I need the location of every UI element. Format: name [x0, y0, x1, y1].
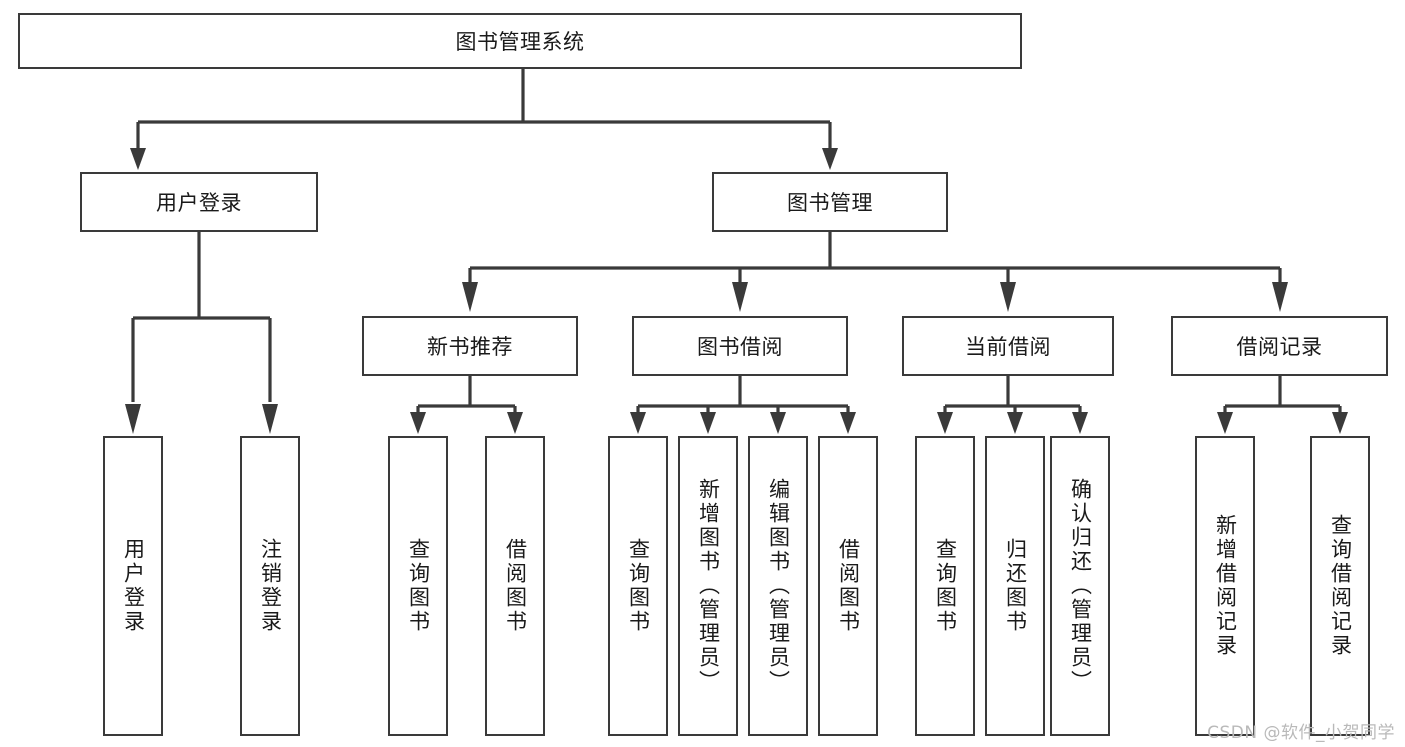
leaf-query-book-cur[interactable]: 查询图书	[915, 436, 975, 736]
node-current-borrow[interactable]: 当前借阅	[902, 316, 1114, 376]
leaf-confirm-return-label: 确认归还（管理员）	[1068, 478, 1093, 694]
leaf-borrow-book-rec-label: 借阅图书	[503, 538, 528, 634]
leaf-query-borrow-rec[interactable]: 查询借阅记录	[1310, 436, 1370, 736]
leaf-query-book-cur-label: 查询图书	[933, 538, 958, 634]
node-root-system[interactable]: 图书管理系统	[18, 13, 1022, 69]
node-new-book-rec[interactable]: 新书推荐	[362, 316, 578, 376]
node-user-login-label: 用户登录	[156, 191, 242, 215]
leaf-logout-login-label: 注销登录	[258, 538, 283, 634]
leaf-borrow-book-label: 借阅图书	[836, 538, 861, 634]
leaf-add-book-admin[interactable]: 新增图书（管理员）	[678, 436, 738, 736]
leaf-borrow-book-rec[interactable]: 借阅图书	[485, 436, 545, 736]
leaf-add-book-admin-label: 新增图书（管理员）	[696, 478, 721, 694]
leaf-query-book-rec[interactable]: 查询图书	[388, 436, 448, 736]
leaf-user-login[interactable]: 用户登录	[103, 436, 163, 736]
node-root-label: 图书管理系统	[455, 30, 585, 54]
node-borrow-record-label: 借阅记录	[1236, 335, 1323, 359]
leaf-edit-book-admin-label: 编辑图书（管理员）	[766, 478, 791, 694]
leaf-query-book-label: 查询图书	[626, 538, 651, 634]
leaf-add-borrow-rec-label: 新增借阅记录	[1213, 514, 1238, 658]
node-book-manage[interactable]: 图书管理	[712, 172, 948, 232]
leaf-confirm-return[interactable]: 确认归还（管理员）	[1050, 436, 1110, 736]
node-borrow-record[interactable]: 借阅记录	[1171, 316, 1388, 376]
leaf-borrow-book[interactable]: 借阅图书	[818, 436, 878, 736]
leaf-add-borrow-rec[interactable]: 新增借阅记录	[1195, 436, 1255, 736]
node-user-login[interactable]: 用户登录	[80, 172, 318, 232]
leaf-user-login-label: 用户登录	[121, 538, 146, 634]
node-new-book-rec-label: 新书推荐	[427, 335, 513, 359]
leaf-logout-login[interactable]: 注销登录	[240, 436, 300, 736]
node-book-borrow[interactable]: 图书借阅	[632, 316, 848, 376]
watermark-text: CSDN @软件_小贺同学	[1207, 723, 1395, 743]
node-book-manage-label: 图书管理	[787, 191, 873, 215]
leaf-query-book[interactable]: 查询图书	[608, 436, 668, 736]
leaf-query-borrow-rec-label: 查询借阅记录	[1328, 514, 1353, 658]
leaf-query-book-rec-label: 查询图书	[406, 538, 431, 634]
node-book-borrow-label: 图书借阅	[697, 335, 783, 359]
leaf-return-book-label: 归还图书	[1003, 538, 1028, 634]
node-current-borrow-label: 当前借阅	[965, 335, 1051, 359]
leaf-return-book[interactable]: 归还图书	[985, 436, 1045, 736]
leaf-edit-book-admin[interactable]: 编辑图书（管理员）	[748, 436, 808, 736]
